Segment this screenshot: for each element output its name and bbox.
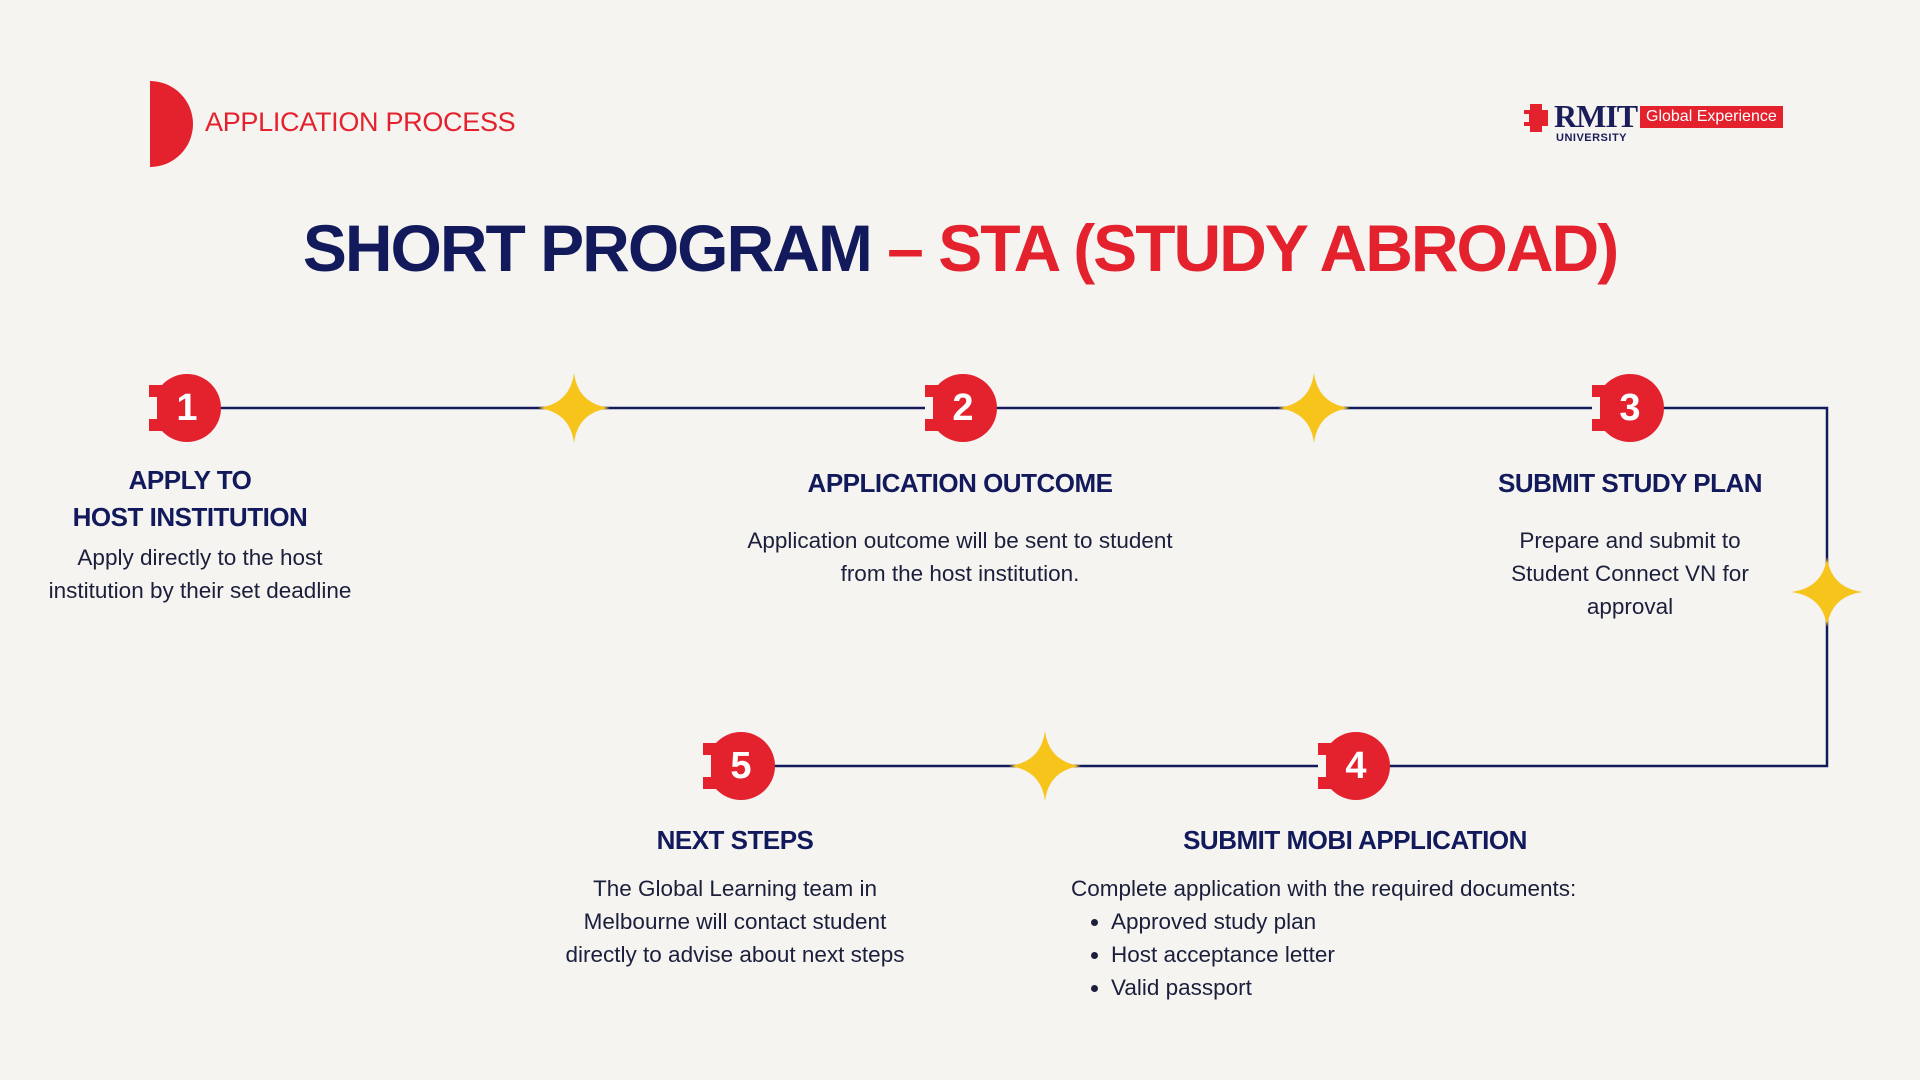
step-3-badge xyxy=(1592,374,1664,442)
step-2-heading: APPLICATION OUTCOME xyxy=(807,468,1113,498)
title-separator: – xyxy=(870,211,939,285)
step-1-badge xyxy=(149,374,221,442)
step-4-number: 4 xyxy=(1345,745,1367,787)
logo-wordmark: RMIT xyxy=(1554,98,1638,134)
step-3-number: 3 xyxy=(1619,387,1641,429)
sparkle-icon xyxy=(1791,557,1863,627)
rmit-logo: RMIT UNIVERSITY Global Experience xyxy=(1520,98,1790,150)
sparkle-icon xyxy=(1009,731,1081,801)
step-2-description: Application outcome will be sent to stud… xyxy=(747,528,1173,586)
step-4-required-documents: Approved study plan Host acceptance lett… xyxy=(1071,905,1511,1004)
step-1-number: 1 xyxy=(176,387,198,429)
page-title: SHORT PROGRAM – STA (STUDY ABROAD) xyxy=(0,210,1920,286)
step-5-description: The Global Learning team in Melbourne wi… xyxy=(565,876,905,967)
rmit-pixel-logo-icon xyxy=(1524,104,1548,132)
sparkle-icon xyxy=(1278,373,1350,443)
step-4-description: Complete application with the required d… xyxy=(1071,876,1577,901)
step-5-heading: NEXT STEPS xyxy=(656,825,814,855)
logo-subtext: UNIVERSITY xyxy=(1556,132,1628,144)
step-5-badge xyxy=(703,732,775,800)
step-2-badge xyxy=(925,374,997,442)
half-circle-decoration xyxy=(150,81,193,167)
list-item: Valid passport xyxy=(1111,971,1511,1004)
step-2-number: 2 xyxy=(952,387,974,429)
step-4-heading: SUBMIT MOBI APPLICATION xyxy=(1183,825,1527,855)
step-1-description: Apply directly to the host institution b… xyxy=(48,545,352,603)
list-item: Host acceptance letter xyxy=(1111,938,1511,971)
title-main: SHORT PROGRAM xyxy=(302,211,873,285)
list-item: Approved study plan xyxy=(1111,905,1511,938)
step-3-heading: SUBMIT STUDY PLAN xyxy=(1497,468,1763,498)
step-4-badge xyxy=(1318,732,1390,800)
title-accent: STA (STUDY ABROAD) xyxy=(938,211,1619,285)
step-5-number: 5 xyxy=(730,745,752,787)
step-1-heading: APPLY TO HOST INSTITUTION xyxy=(72,465,308,532)
sparkle-icon xyxy=(538,373,610,443)
logo-tag: Global Experience xyxy=(1640,106,1783,128)
step-3-description: Prepare and submit to Student Connect VN… xyxy=(1511,528,1749,619)
section-label: APPLICATION PROCESS xyxy=(205,107,516,137)
